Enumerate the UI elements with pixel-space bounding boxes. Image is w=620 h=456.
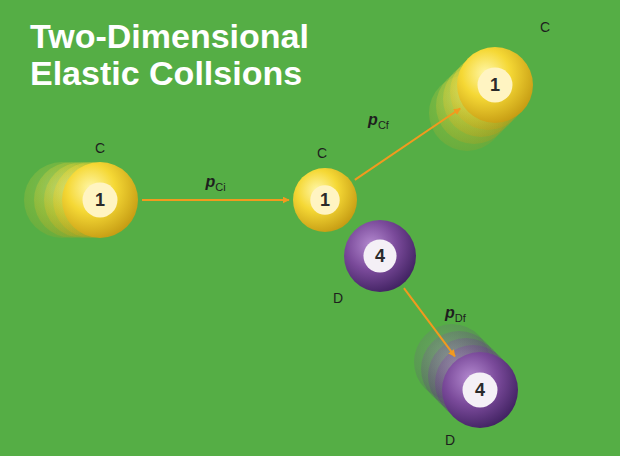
number-spot: [463, 373, 498, 408]
ball-number: 1: [95, 190, 105, 211]
ball-letter: C: [95, 140, 105, 156]
ball-body: [62, 162, 138, 238]
momentum-label: pDf: [443, 304, 468, 324]
momentum-arrow: [355, 109, 460, 180]
ball-number: 1: [320, 190, 330, 211]
number-spot: [310, 185, 339, 214]
yellow-ball: C1: [62, 162, 138, 238]
ball-body: [344, 220, 416, 292]
yellow-ball: C1: [457, 47, 533, 123]
momentum-label: pCi: [203, 173, 227, 193]
ball-number: 4: [375, 246, 385, 267]
yellow-ball: C1: [293, 168, 357, 232]
purple-ball: D4: [344, 220, 416, 292]
ball-letter: C: [540, 19, 550, 35]
momentum-label: pCf: [366, 111, 391, 131]
ball-letter: D: [333, 290, 343, 306]
ball-body: [293, 168, 357, 232]
ball-number: 1: [490, 75, 500, 96]
number-spot: [363, 239, 396, 272]
ball-body: [457, 47, 533, 123]
momentum-arrow: [404, 288, 455, 356]
ball-body: [442, 352, 518, 428]
momentum-arrow: [142, 199, 289, 201]
number-spot: [478, 68, 513, 103]
purple-ball: D4: [442, 352, 518, 428]
number-spot: [83, 183, 118, 218]
ball-letter: D: [445, 432, 455, 448]
ball-letter: C: [317, 145, 327, 161]
diagram-title: Two-Dimensional Elastic Collsions: [30, 18, 360, 93]
ball-number: 4: [475, 380, 485, 401]
